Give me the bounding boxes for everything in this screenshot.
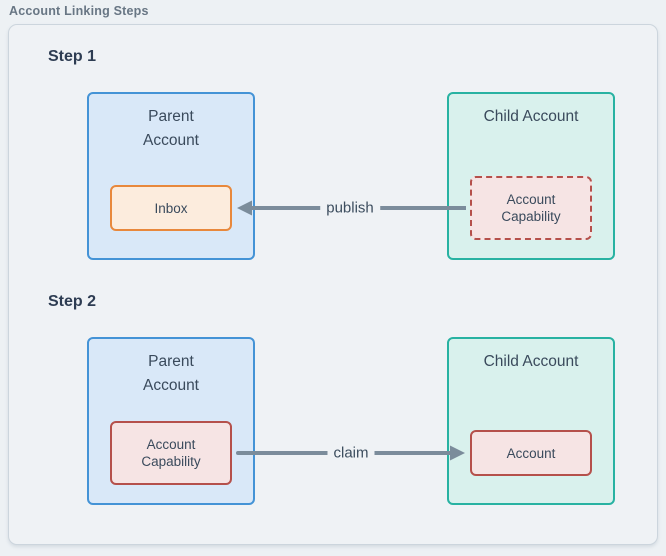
step1-inbox-box: Inbox — [110, 185, 232, 231]
claim-arrow-label: claim — [327, 443, 375, 463]
step1-child-account-box: Child Account Account Capability — [447, 92, 615, 260]
step1-child-account-title: Child Account — [483, 108, 579, 125]
step2-child-account-title: Child Account — [483, 353, 579, 370]
step2-child-account-box: Child Account Account — [447, 337, 615, 505]
step2-account-capability-box: Account Capability — [110, 421, 232, 485]
step-1-label: Step 1 — [48, 48, 97, 65]
step2-parent-account-title: Parent Account — [142, 353, 199, 394]
step1-inbox-label: Inbox — [154, 200, 188, 216]
step2-account-capability-label: Account Capability — [141, 437, 201, 469]
figure-title: Account Linking Steps — [9, 4, 149, 18]
step2-account-label: Account — [506, 445, 556, 461]
publish-arrow-label: publish — [320, 198, 380, 218]
step2-parent-account-box: Parent Account Account Capability — [87, 337, 255, 505]
step-2-label: Step 2 — [48, 293, 97, 310]
step1-account-capability-box: Account Capability — [470, 176, 592, 240]
step2-account-box: Account — [470, 430, 592, 476]
step1-parent-account-title: Parent Account — [142, 108, 199, 149]
step1-parent-account-box: Parent Account Inbox — [87, 92, 255, 260]
step1-account-capability-label: Account Capability — [501, 192, 561, 224]
